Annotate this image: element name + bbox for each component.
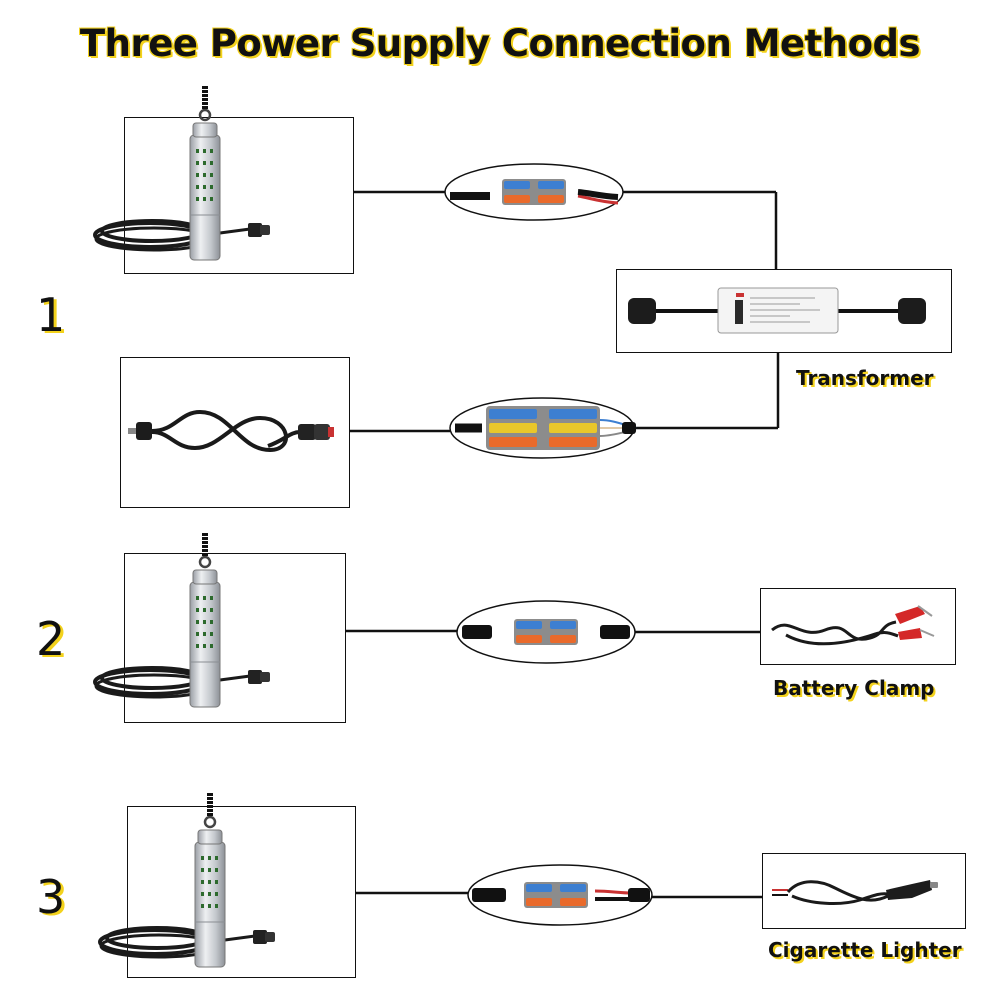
cigarette-lighter-label: Cigarette Lighter [768,938,962,962]
power-plug-icon [128,409,334,453]
battery-clamp-label: Battery Clamp [773,676,935,700]
method-3-lamp-image [100,792,275,967]
method-1-bottom-connector-icon [449,397,637,459]
method-2-lamp-image [95,532,270,707]
method-1-number: 1 [36,288,66,342]
method-2-number: 2 [36,612,66,666]
method-1-top-connector-icon [444,163,624,221]
cigarette-lighter-icon [772,880,938,905]
transformer-label: Transformer [796,366,934,390]
method-2-connector-icon [456,600,636,664]
method-1-lamp-image [95,85,270,260]
method-3-connector-icon [467,864,653,926]
method-3-number: 3 [36,870,66,924]
page-title: Three Power Supply Connection Methods [79,22,921,65]
cigarette-lighter-box [762,853,966,929]
battery-clamp-icon [771,605,935,646]
transformer-icon [628,287,926,334]
